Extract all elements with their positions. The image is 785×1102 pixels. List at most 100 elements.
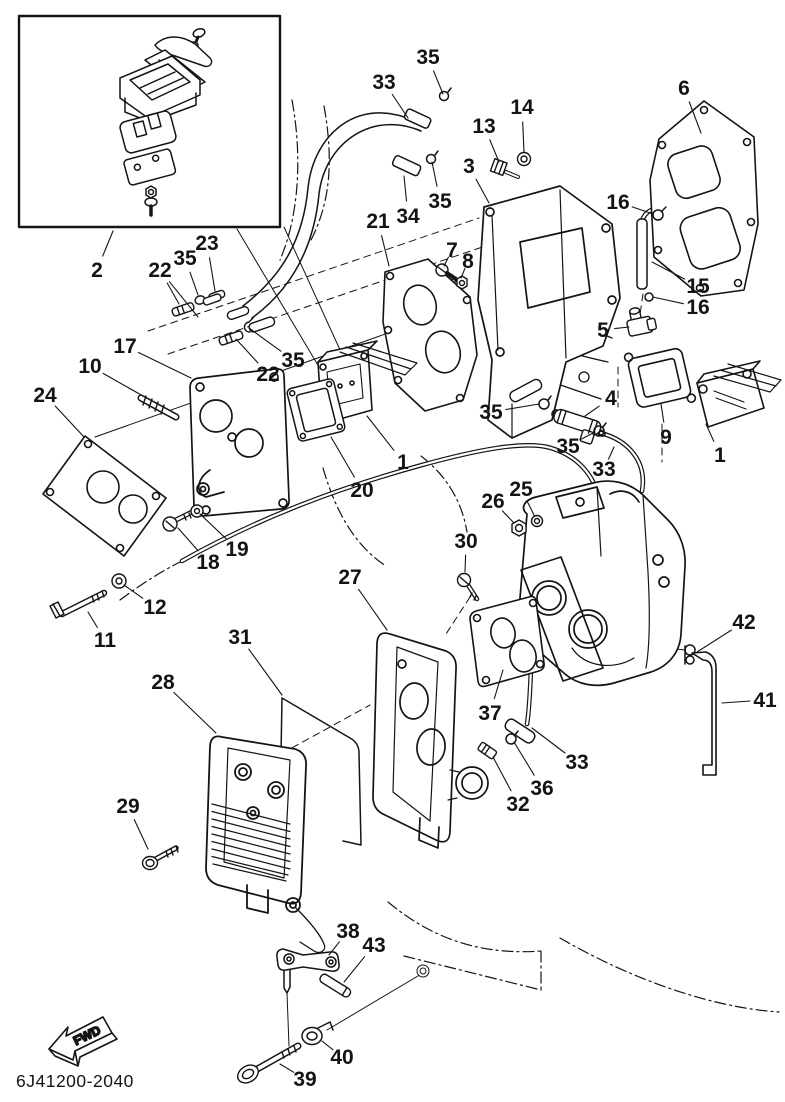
intake-manifold-3 [477,185,621,439]
callout-17: 17 [113,335,192,379]
leader-line [54,405,85,438]
leader-line [166,282,180,305]
part-number-label: 36 [530,777,553,800]
leader-line [579,431,596,441]
part-number-label: 11 [94,629,117,652]
callout-19: 19 [199,513,249,561]
carburetor [518,480,686,687]
callout-35: 35 [479,401,540,424]
choke-lever-38 [276,948,340,1047]
part-number-label: 33 [565,751,588,774]
callout-6: 6 [678,77,702,134]
part-number-label: 2 [91,259,103,282]
inset-detail-box [17,14,282,229]
part-number-label: 31 [228,626,252,649]
part-number-label: 21 [366,210,390,233]
leader-line [522,121,525,153]
part-number-label: 12 [143,596,166,619]
leader-line [279,1063,295,1073]
part-number-label: 26 [481,490,504,513]
callout-16: 16 [652,296,710,319]
part-number-label: 35 [428,190,452,213]
part-number-label: 9 [660,426,672,449]
small-parts-row [171,289,276,346]
part-number-label: 14 [510,96,534,119]
part-number-label: 35 [416,46,440,69]
leader-line [330,436,355,478]
fuel-pipe [509,378,543,403]
part-number-label: 13 [472,115,495,138]
callout-22: 22 [148,259,199,318]
part-number-label: 24 [33,384,57,407]
part-number-label: 16 [686,296,709,319]
reed-valve-1-right [696,360,782,428]
callout-41: 41 [721,689,777,712]
leader-line [489,139,500,163]
top-fasteners [435,151,532,290]
part-number-label: 8 [462,250,474,273]
leader-line [248,327,282,352]
leader-line [652,296,684,305]
part-number-label: 35 [479,401,503,424]
part-number-label: 40 [330,1046,353,1069]
seal-panel-31 [280,697,362,846]
part-number-label: 19 [225,538,248,561]
gasket-24 [42,435,167,557]
leader-line [584,405,600,417]
fwd-arrow: FWD [48,1016,118,1067]
callout-35: 35 [556,431,596,458]
callout-23: 23 [195,232,219,292]
part-number-label: 35 [173,247,197,270]
leader-line [505,403,540,411]
callout-37: 37 [478,669,504,725]
leader-line [513,741,535,776]
callout-20: 20 [330,436,374,502]
leader-line [607,446,615,460]
part-number-label: 42 [732,611,755,634]
leader-line [705,423,715,442]
part-code: 6J41200-2040 [16,1071,134,1091]
callout-12: 12 [123,584,167,619]
callout-25: 25 [509,478,535,516]
leader-line [343,956,366,983]
leader-line [660,403,665,423]
leader-line [614,326,630,330]
leader-line [133,819,149,850]
part-number-label: 10 [78,355,101,378]
callout-43: 43 [343,934,386,983]
fitting-5 [626,307,658,337]
callout-28: 28 [151,671,217,734]
gasket-20 [286,378,346,442]
leader-line [721,700,751,704]
silencer-cover-28 [205,735,326,954]
callout-35: 35 [248,327,305,372]
plate-17 [189,368,290,517]
part-number-label: 43 [362,934,385,957]
leader-line [168,281,199,318]
callout-27: 27 [338,566,388,631]
pin-43 [319,973,352,998]
callout-15: 15 [651,261,710,298]
leader-line [391,93,409,119]
callout-31: 31 [228,626,283,696]
callout-35: 35 [173,247,199,296]
part-number-label: 15 [686,275,710,298]
leader-line [137,351,192,379]
hose-clips [425,87,696,745]
part-number-label: 25 [509,478,533,501]
carb-mount-hardware [511,514,544,537]
cover-louvers [211,803,291,882]
callout-35: 35 [428,161,452,213]
part-number-label: 32 [506,793,529,816]
leader-line [531,727,566,754]
callout-24: 24 [33,384,85,438]
part-number-label: 35 [281,349,305,372]
leader-line [321,1040,334,1051]
leader-line [501,510,515,524]
part-number-label: 23 [195,232,218,255]
leader-line [173,691,217,734]
callout-42: 42 [696,611,756,653]
leader-line [102,372,144,397]
grommet-40 [301,1021,334,1046]
leader-line [177,527,199,552]
